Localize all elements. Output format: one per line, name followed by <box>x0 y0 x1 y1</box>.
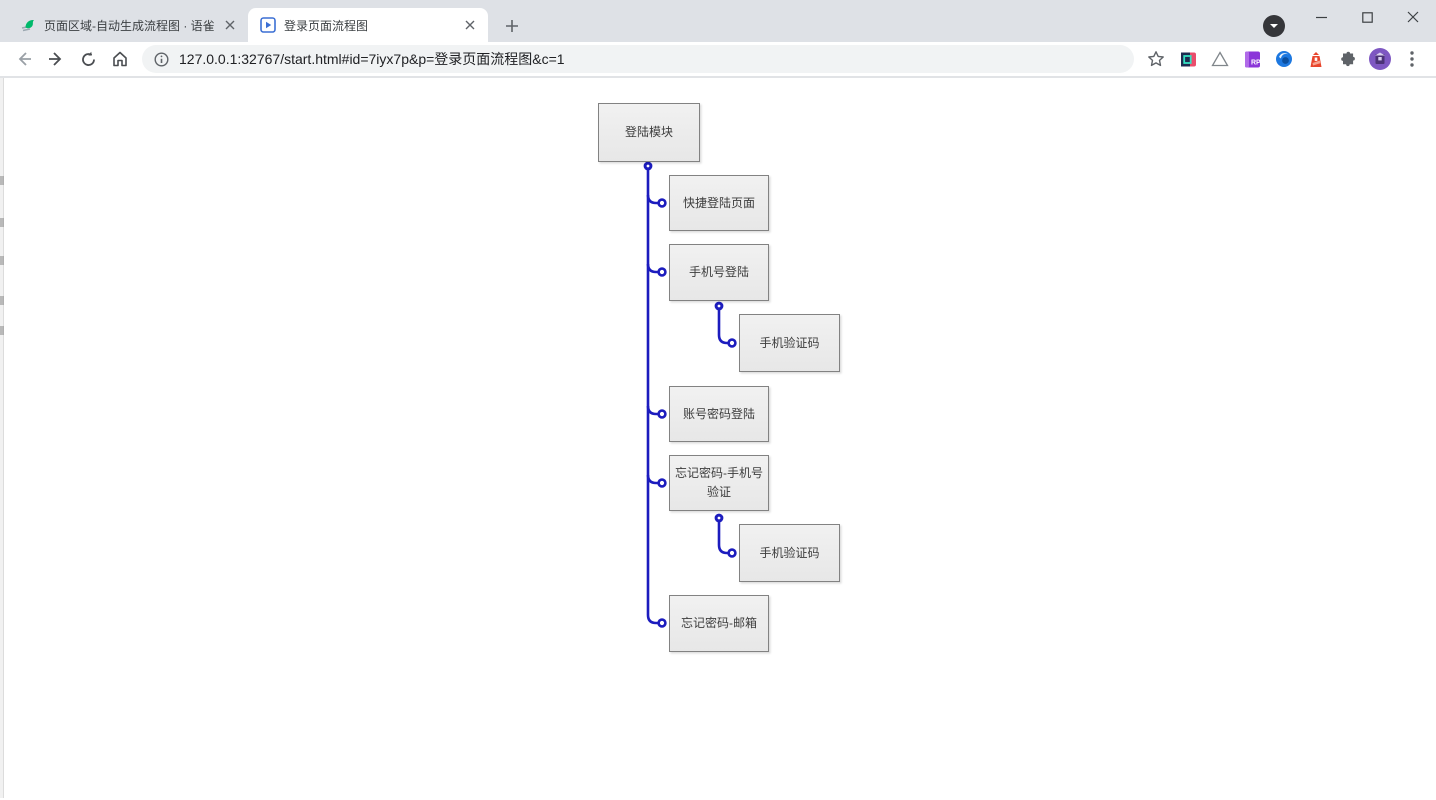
tab-title: 页面区域-自动生成流程图 · 语雀 <box>44 18 214 33</box>
purple-avatar-icon[interactable] <box>1365 44 1395 74</box>
maximize-button[interactable] <box>1344 0 1390 34</box>
page-content: 登陆模块 快捷登陆页面 手机号登陆 手机验证码 账号密码登陆 忘记密码-手机号验… <box>0 78 1436 798</box>
flow-node-quick-login-page[interactable]: 快捷登陆页面 <box>669 175 769 231</box>
close-window-button[interactable] <box>1390 0 1436 34</box>
flow-node-login-module[interactable]: 登陆模块 <box>598 103 700 162</box>
close-icon <box>1407 11 1419 23</box>
home-icon <box>113 51 127 67</box>
url-text[interactable]: 127.0.0.1:32767/start.html#id=7iyx7p&p=登… <box>179 51 565 67</box>
chevron-down-icon <box>1270 24 1278 28</box>
window-controls <box>1298 0 1436 34</box>
flow-node-phone-login[interactable]: 手机号登陆 <box>669 244 769 301</box>
back-button[interactable] <box>9 44 39 74</box>
tab-flowchart[interactable]: 登录页面流程图 <box>248 8 488 42</box>
svg-text:RP: RP <box>1251 59 1261 66</box>
forward-icon <box>49 52 62 66</box>
triangle-outline-extension-icon[interactable] <box>1205 44 1235 74</box>
axure-rp-extension-icon[interactable]: RP <box>1237 44 1267 74</box>
lighthouse-extension-icon[interactable] <box>1301 44 1331 74</box>
kebab-menu-icon[interactable] <box>1397 44 1427 74</box>
yuque-feather-icon <box>20 17 36 33</box>
minimize-icon <box>1315 16 1327 18</box>
close-icon[interactable] <box>462 17 478 33</box>
flow-node-sms-code-2[interactable]: 手机验证码 <box>739 524 840 582</box>
background-window-sliver <box>0 78 4 798</box>
blue-pink-square-extension-icon[interactable] <box>1173 44 1203 74</box>
media-controls-button[interactable] <box>1263 15 1285 37</box>
forward-button[interactable] <box>41 44 71 74</box>
play-preview-icon <box>260 17 276 33</box>
flow-node-sms-code-1[interactable]: 手机验证码 <box>739 314 840 372</box>
close-icon[interactable] <box>222 17 238 33</box>
star-icon <box>1148 51 1164 67</box>
minimize-button[interactable] <box>1298 0 1344 34</box>
blue-globe-extension-icon[interactable] <box>1269 44 1299 74</box>
flow-node-password-login[interactable]: 账号密码登陆 <box>669 386 769 442</box>
tab-yuque[interactable]: 页面区域-自动生成流程图 · 语雀 <box>8 8 248 42</box>
address-bar[interactable]: 127.0.0.1:32767/start.html#id=7iyx7p&p=登… <box>142 45 1134 73</box>
bookmark-star-button[interactable] <box>1141 44 1171 74</box>
tab-title: 登录页面流程图 <box>284 18 369 33</box>
home-button[interactable] <box>105 44 135 74</box>
back-icon <box>18 52 31 66</box>
new-tab-button[interactable] <box>498 12 526 40</box>
info-icon[interactable] <box>154 51 169 67</box>
reload-button[interactable] <box>73 44 103 74</box>
browser-toolbar: 127.0.0.1:32767/start.html#id=7iyx7p&p=登… <box>0 42 1436 78</box>
puzzle-extensions-icon[interactable] <box>1333 44 1363 74</box>
maximize-icon <box>1361 11 1373 23</box>
flow-node-forgot-email[interactable]: 忘记密码-邮箱 <box>669 595 769 652</box>
reload-icon <box>81 51 95 66</box>
extension-icons: RP <box>1172 44 1364 74</box>
tab-strip: 页面区域-自动生成流程图 · 语雀 登录页面流程图 <box>0 0 1436 42</box>
flow-node-forgot-phone-verify[interactable]: 忘记密码-手机号验证 <box>669 455 769 511</box>
